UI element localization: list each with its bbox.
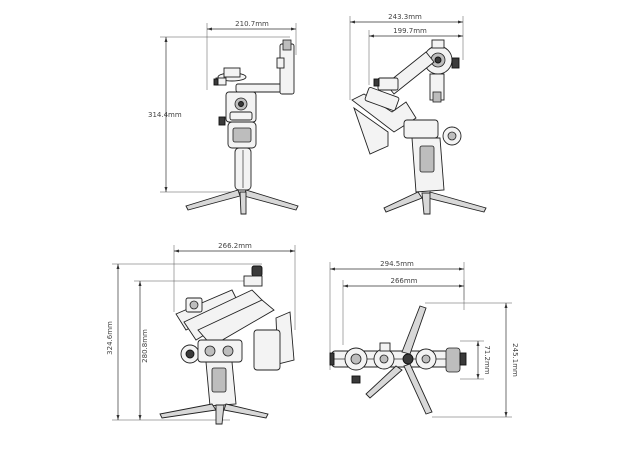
top-small-height-dimension: 71.2mm — [460, 340, 491, 380]
folded-outer-height-label: 324.6mm — [106, 321, 114, 355]
top-view: 294.5mm 266mm 71.2mm 245.1mm — [329, 260, 519, 418]
folded-inner-height-dimension: 280.8mm — [134, 280, 255, 420]
side-inner-width-dimension: 199.7mm — [368, 27, 463, 85]
top-height-dimension: 245.1mm — [425, 302, 519, 418]
folded-inner-height-label: 280.8mm — [141, 329, 149, 363]
folded-width-label: 266.2mm — [218, 242, 252, 250]
side-gimbal-drawing — [351, 39, 487, 215]
top-inner-width-label: 266mm — [391, 277, 418, 285]
folded-width-dimension: 266.2mm — [173, 242, 296, 330]
folded-gimbal-drawing — [159, 265, 295, 425]
front-height-dimension: 314.4mm — [148, 36, 290, 193]
top-height-label: 245.1mm — [511, 343, 519, 377]
top-inner-width-dimension: 266mm — [342, 277, 465, 345]
front-height-label: 314.4mm — [148, 111, 182, 119]
top-small-height-label: 71.2mm — [483, 345, 491, 374]
front-width-dimension: 210.7mm — [206, 20, 297, 90]
side-view: 243.3mm 199.7mm — [349, 13, 487, 215]
folded-view: 266.2mm 324.6mm 280.8mm — [106, 242, 296, 425]
front-gimbal-drawing — [185, 39, 299, 215]
side-overall-width-dimension: 243.3mm — [349, 13, 464, 100]
front-view: 210.7mm 314.4mm — [148, 20, 299, 215]
folded-outer-height-dimension: 324.6mm — [106, 263, 262, 421]
top-overall-width-label: 294.5mm — [380, 260, 414, 268]
top-gimbal-drawing — [329, 305, 467, 415]
front-width-label: 210.7mm — [235, 20, 269, 28]
side-overall-width-label: 243.3mm — [388, 13, 422, 21]
side-inner-width-label: 199.7mm — [393, 27, 427, 35]
